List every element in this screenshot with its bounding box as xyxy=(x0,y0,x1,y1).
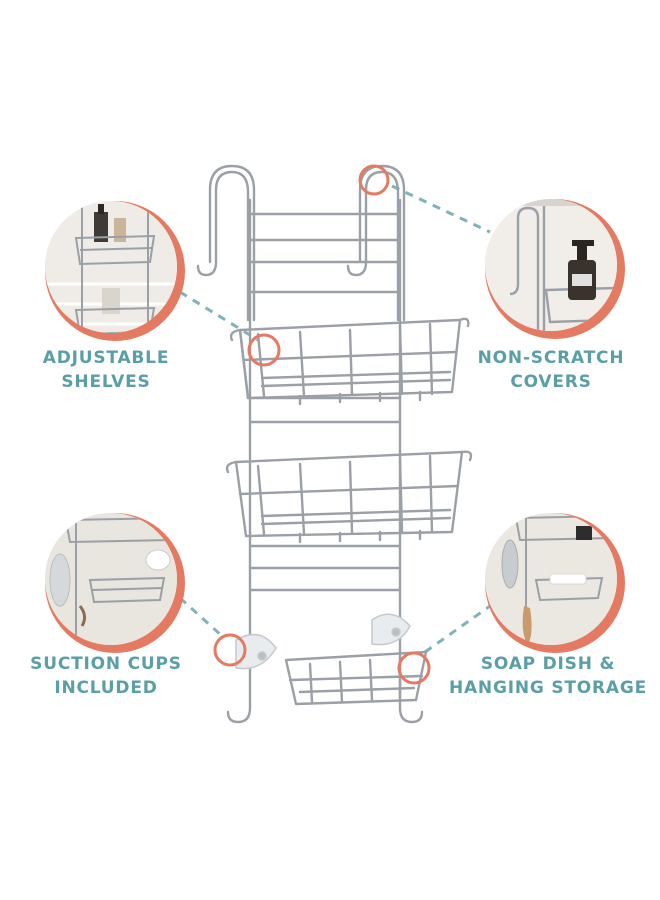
leader-line-soapdish xyxy=(424,604,491,654)
thumbnail-soap-dish xyxy=(485,513,625,653)
leader-line-suction xyxy=(178,596,224,638)
feature-label-suction-cups: SUCTION CUPS INCLUDED xyxy=(10,652,202,700)
feature-label-soap-dish: SOAP DISH & HANGING STORAGE xyxy=(440,652,656,700)
feature-label-line: SUCTION CUPS xyxy=(30,654,182,674)
leader-line-adjustable xyxy=(179,290,259,342)
feature-label-adjustable-shelves: ADJUSTABLE SHELVES xyxy=(10,346,202,394)
shower-caddy-rack xyxy=(196,164,473,724)
feature-label-line: SOAP DISH & xyxy=(480,654,616,674)
feature-label-line: COVERS xyxy=(510,372,592,392)
feature-label-line: SHELVES xyxy=(61,372,151,392)
feature-label-line: ADJUSTABLE xyxy=(42,348,170,368)
middle-basket xyxy=(225,450,473,544)
feature-label-line: HANGING STORAGE xyxy=(448,678,648,698)
thumbnail-non-scratch-covers xyxy=(485,199,625,339)
feature-label-line: NON-SCRATCH xyxy=(477,348,625,368)
callout-circle-nonscratch xyxy=(358,164,390,196)
thumbnail-adjustable-shelves xyxy=(45,201,185,341)
upper-basket xyxy=(229,317,470,406)
callout-circle-adjustable xyxy=(247,333,281,367)
thumbnail-suction-cups xyxy=(45,513,185,653)
callout-circle-suction xyxy=(213,633,247,667)
leader-line-nonscratch xyxy=(391,184,491,234)
soap-dish xyxy=(284,650,428,706)
callout-circle-soapdish xyxy=(397,651,431,685)
feature-label-non-scratch-covers: NON-SCRATCH COVERS xyxy=(455,346,647,394)
feature-label-line: INCLUDED xyxy=(54,678,158,698)
suction-cups xyxy=(235,613,411,670)
